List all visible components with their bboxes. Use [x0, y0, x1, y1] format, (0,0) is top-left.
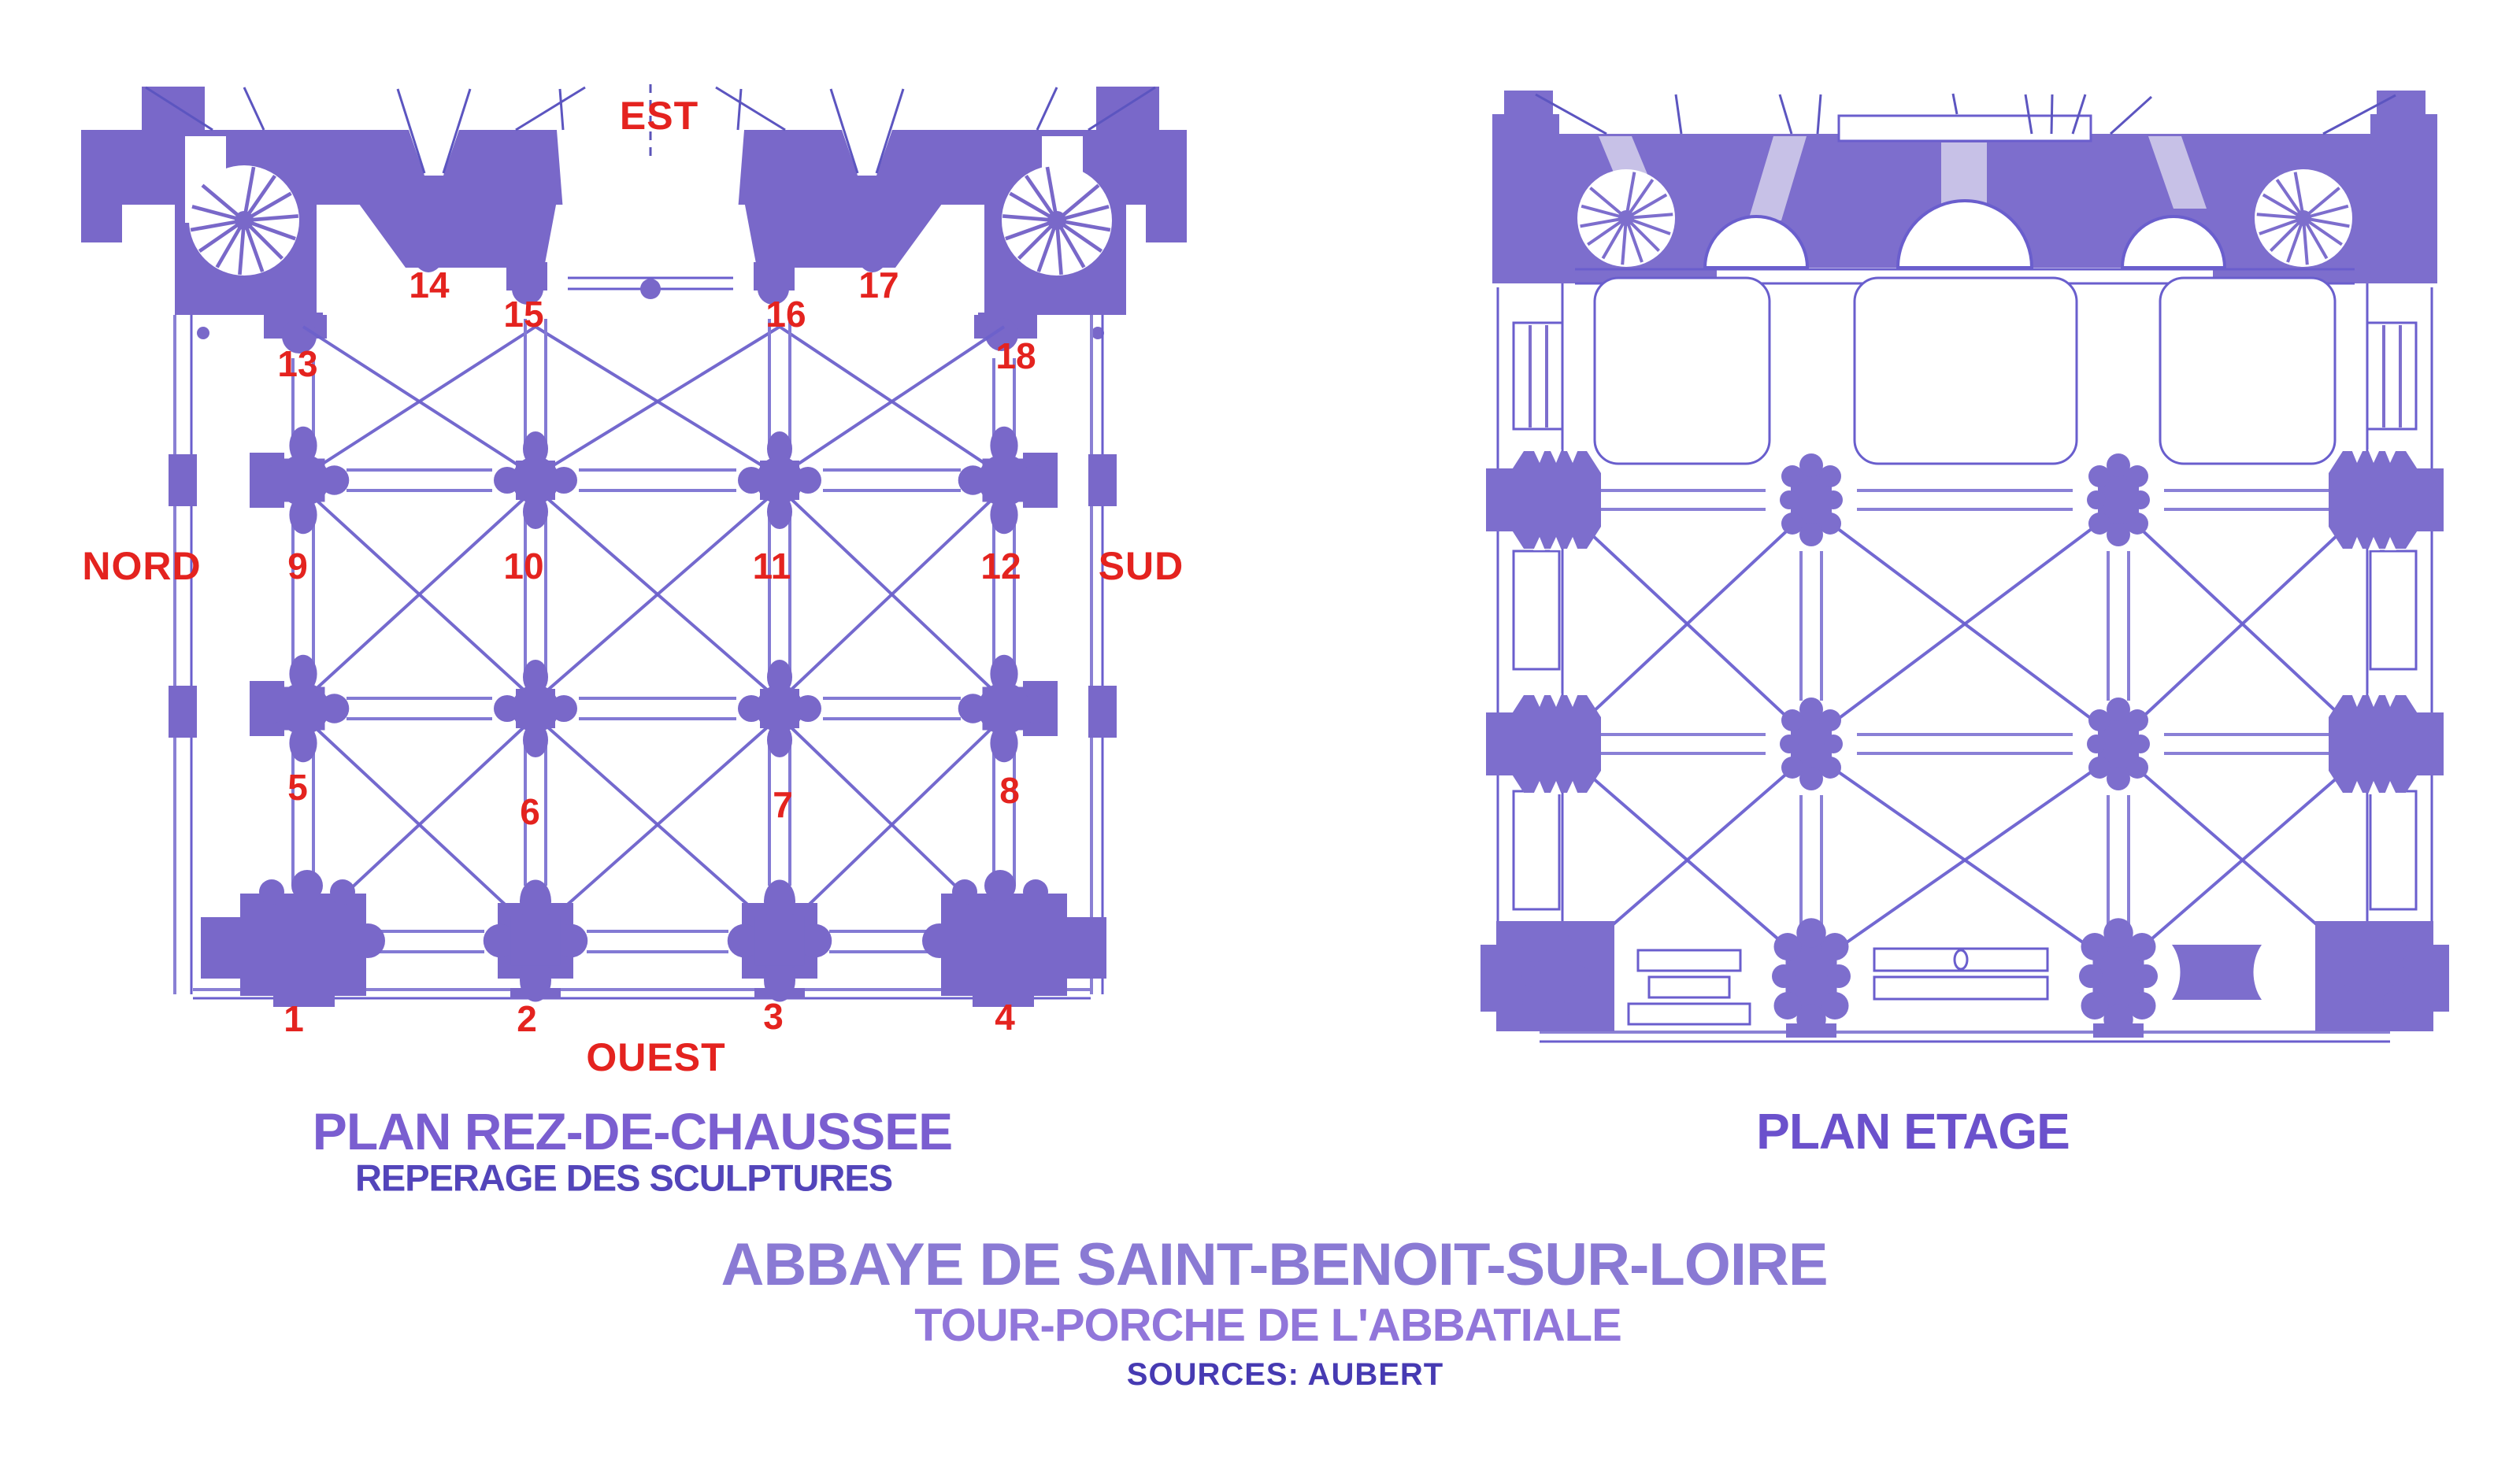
direction-label-south: SUD [1098, 544, 1184, 588]
west-wall-steps [1627, 947, 2049, 1026]
direction-label-north: NORD [82, 544, 202, 588]
east-portal [557, 130, 744, 272]
ground-plan-subcaption: REPERAGE DES SCULPTURES [354, 1156, 893, 1199]
upper-floor-plan-drawing [1480, 91, 2449, 1043]
upper-wall-piers [1486, 450, 2444, 794]
sculpture-marker-13: 13 [277, 343, 318, 384]
sculpture-marker-16: 16 [765, 294, 806, 335]
ground-floor-plan [75, 83, 1193, 1098]
ground-floor-plan-drawing [81, 84, 1187, 1007]
sculpture-marker-9: 9 [287, 546, 308, 587]
sculpture-marker-3: 3 [763, 996, 784, 1037]
page-title: ABBAYE DE SAINT-BENOIT-SUR-LOIRE [721, 1231, 1828, 1298]
upper-floor-plan [1480, 91, 2449, 1051]
ground-plan-caption: PLAN REZ-DE-CHAUSSEE [312, 1102, 953, 1160]
sources-note: SOURCES: AUBERT [1126, 1357, 1444, 1392]
sculpture-marker-4: 4 [995, 997, 1015, 1038]
tribune-bays [1593, 276, 2337, 465]
sculpture-marker-6: 6 [520, 791, 540, 832]
porch-piers [250, 426, 1058, 763]
sculpture-marker-10: 10 [503, 546, 544, 587]
sculpture-marker-2: 2 [517, 998, 537, 1039]
sculpture-marker-15: 15 [503, 294, 544, 335]
sculpture-marker-17: 17 [858, 265, 899, 305]
transverse-arches [291, 319, 1016, 953]
sculpture-marker-5: 5 [287, 767, 308, 808]
upper-vault-ribs [1566, 510, 2364, 966]
sculpture-marker-7: 7 [773, 784, 793, 825]
direction-label-east: EST [619, 94, 699, 138]
sculpture-marker-12: 12 [980, 546, 1021, 587]
direction-label-west: OUEST [586, 1035, 726, 1079]
sculpture-marker-18: 18 [995, 335, 1036, 376]
tribune-arches [1896, 199, 2034, 269]
upper-plan-caption: PLAN ETAGE [1756, 1103, 2070, 1160]
sculpture-marker-1: 1 [284, 998, 304, 1039]
page-subtitle: TOUR-PORCHE DE L'ABBATIALE [914, 1300, 1622, 1351]
sculpture-marker-11: 11 [752, 546, 791, 587]
sculpture-marker-14: 14 [409, 265, 450, 305]
upper-cluster-piers [1480, 453, 2449, 1038]
sculpture-marker-8: 8 [999, 770, 1020, 811]
vault-ribs [302, 325, 1006, 934]
west-wall-niche [2172, 945, 2262, 1000]
west-wall-piers [201, 870, 1106, 1007]
